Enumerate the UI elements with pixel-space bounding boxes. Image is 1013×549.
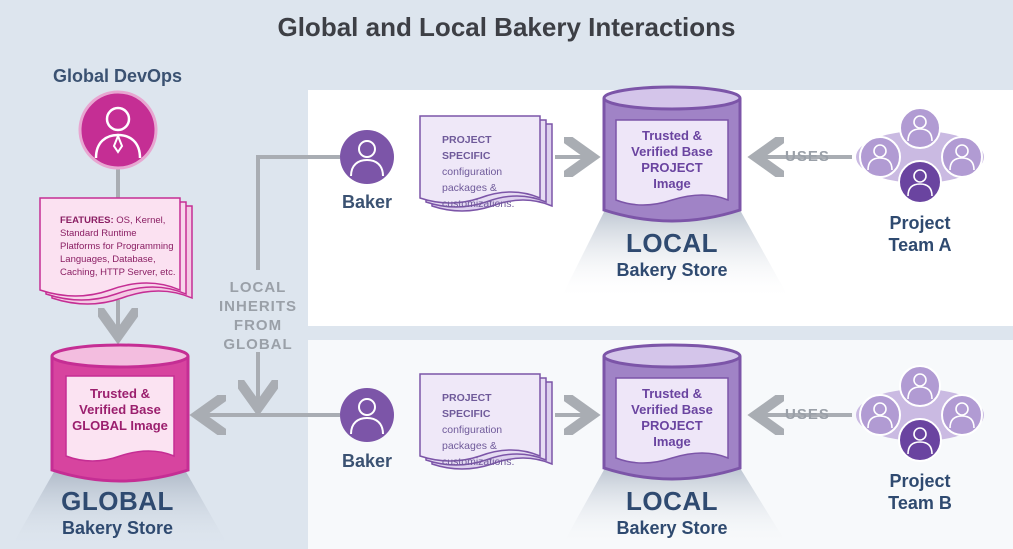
doc-a-heading: PROJECT SPECIFIC (442, 134, 492, 162)
global-store-subtitle: Bakery Store (61, 518, 174, 538)
team-a-label: Project Team A (860, 212, 980, 256)
team-b-label: Project Team B (860, 470, 980, 514)
local-b-store-cylinder (602, 343, 742, 481)
team-a-label-line-2: Team A (888, 235, 952, 255)
global-store-image-text: Trusted & Verified Base GLOBAL Image (72, 386, 168, 433)
doc-b-heading: PROJECT SPECIFIC (442, 392, 492, 420)
inherit-line-2: INHERITS (218, 298, 297, 315)
local-b-store-image-text: Trusted & Verified Base PROJECT Image (631, 386, 713, 449)
local-a-store-subtitle: Bakery Store (616, 260, 728, 280)
local-a-store-cylinder (602, 85, 742, 223)
local-a-store-title: LOCAL (625, 228, 719, 258)
team-a-icon (856, 107, 984, 204)
baker-b-label: Baker (341, 451, 393, 471)
doc-b-body: configuration packages & customizations. (442, 424, 515, 468)
inherit-line-4: GLOBAL (223, 336, 293, 353)
doc-stack-b (419, 373, 553, 470)
team-a-uses-label: USES (785, 148, 830, 165)
team-b-uses-label: USES (785, 406, 830, 423)
features-body: OS, Kernel, Standard Runtime Platforms f… (60, 215, 176, 278)
baker-b-person-icon (340, 388, 394, 442)
global-store-title: GLOBAL (61, 486, 174, 516)
global-devops-person-icon (78, 90, 158, 170)
team-b-label-line-2: Team B (888, 493, 952, 513)
baker-a-connector (256, 155, 340, 270)
baker-a-person-icon (340, 130, 394, 184)
global-devops-label: Global DevOps (52, 66, 183, 86)
doc-a-body: configuration packages & customizations. (442, 166, 515, 210)
inherit-line-1: LOCAL (229, 279, 287, 296)
global-store-cylinder (50, 343, 190, 483)
inherit-label: LOCAL INHERITS FROM GLOBAL (212, 278, 304, 354)
local-a-store-beam (560, 210, 790, 300)
team-a-label-line-1: Project (889, 213, 951, 233)
local-b-store-title: LOCAL (625, 486, 719, 516)
team-b-icon (856, 365, 984, 462)
team-b-label-line-1: Project (889, 471, 951, 491)
doc-stack-a (419, 115, 553, 212)
diagram-title: Global and Local Bakery Interactions (277, 12, 736, 42)
features-heading: FEATURES: (60, 215, 114, 226)
baker-a-label: Baker (341, 192, 393, 212)
local-b-store-subtitle: Bakery Store (616, 518, 728, 538)
global-store-beam (10, 470, 230, 549)
doc-b-text: PROJECT SPECIFIC configuration packages … (442, 390, 540, 470)
local-a-store-image-text: Trusted & Verified Base PROJECT Image (631, 128, 713, 191)
doc-a-text: PROJECT SPECIFIC configuration packages … (442, 132, 540, 212)
connector-lines (118, 157, 852, 415)
features-doc-stack (39, 197, 193, 305)
local-b-store-beam (560, 468, 790, 549)
inherit-line-3: FROM (233, 317, 283, 334)
features-doc-text: FEATURES: OS, Kernel, Standard Runtime P… (60, 214, 178, 279)
